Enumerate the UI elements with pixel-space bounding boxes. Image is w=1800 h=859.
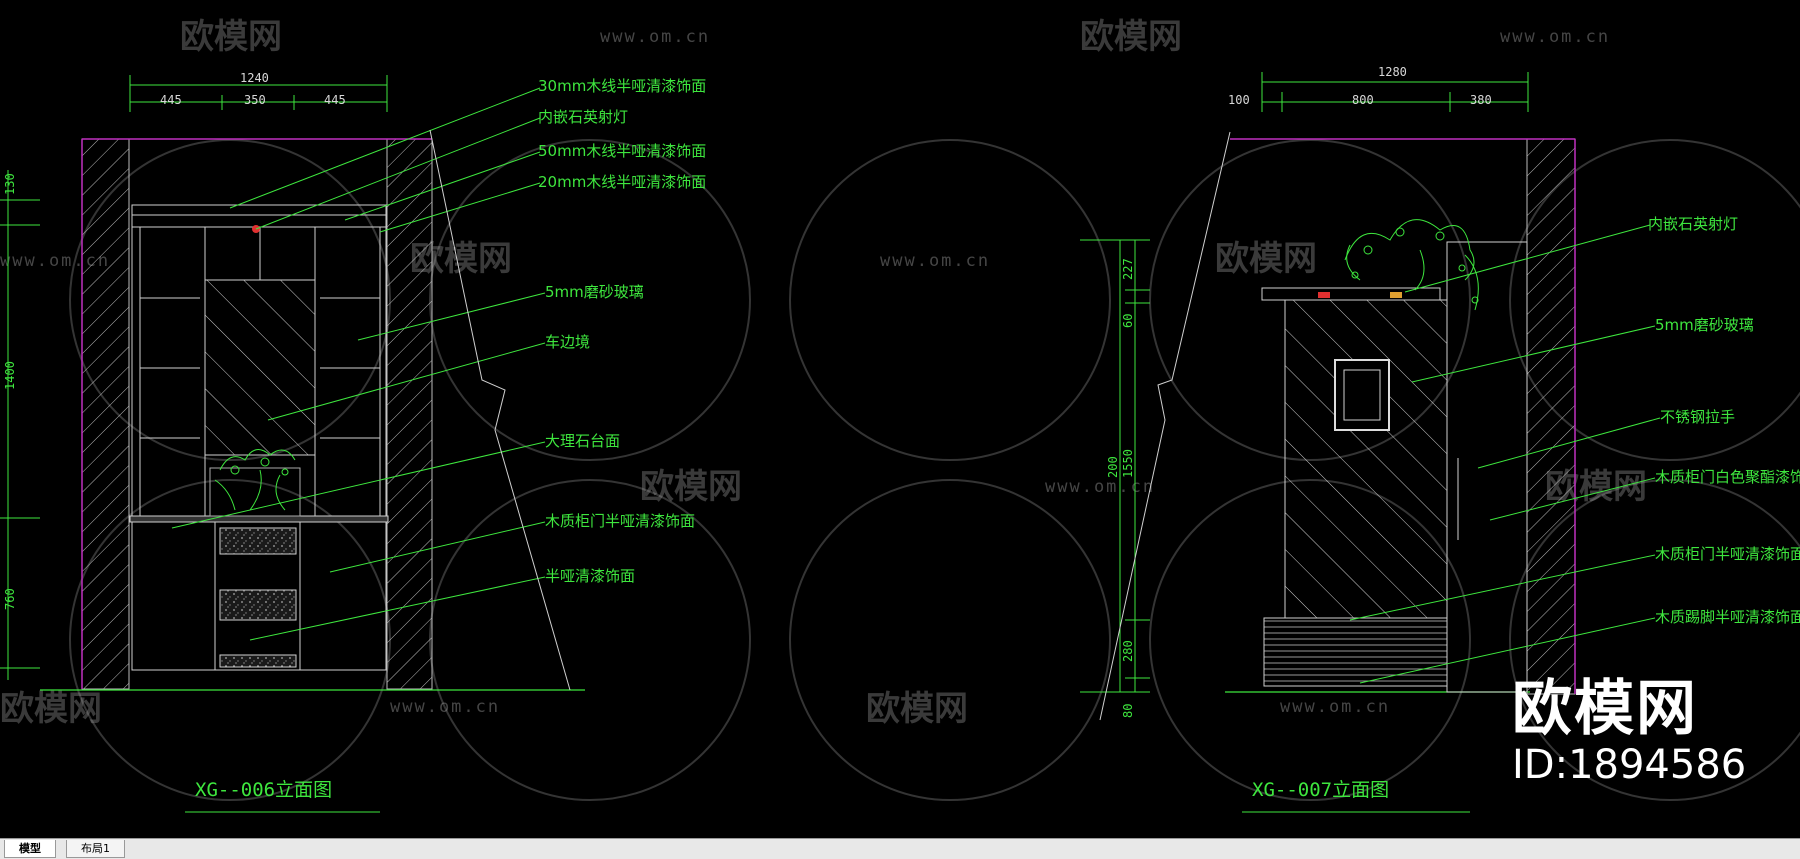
drawing-title: XG--006立面图 [195, 779, 332, 801]
drawing-title: XG--007立面图 [1252, 779, 1389, 801]
dim-side: 80 [1121, 704, 1135, 718]
cabinet-xg006 [129, 204, 389, 671]
watermark-url: www.om.cn [1045, 477, 1155, 497]
dim-side: 60 [1121, 314, 1135, 328]
label: 木质柜门白色聚酯漆饰 [1655, 468, 1800, 486]
label: 大理石台面 [545, 432, 620, 450]
label: 木质柜门半哑清漆饰面 [1655, 545, 1800, 563]
elevation-xg006[interactable]: 1240 445 350 445 130 1400 760 [0, 71, 706, 813]
dim-total: 1240 [240, 71, 269, 85]
label: 30mm木线半哑清漆饰面 [538, 77, 706, 95]
spot-light-icon [1318, 292, 1330, 298]
wall-right [386, 138, 433, 690]
watermark-url: www.om.cn [880, 251, 990, 271]
leader-lines [171, 87, 546, 641]
brand-name: 欧模网 [1512, 674, 1698, 744]
label: 半哑清漆饰面 [545, 567, 635, 585]
dim-left: 100 [1228, 93, 1250, 107]
dim-side-mid: 1400 [3, 361, 17, 390]
side-dimensions [1080, 239, 1150, 693]
dim-right: 445 [324, 93, 346, 107]
spot-light-icon [1390, 292, 1402, 298]
cad-drawing-canvas[interactable]: 欧模网 欧模网 欧模网 欧模网 欧模网 欧模网 欧模网 欧模网 www.om.c… [0, 0, 1800, 838]
dim-side-overall: 200 [1106, 456, 1120, 478]
watermark-url: www.om.cn [1500, 27, 1610, 47]
watermark-brand: 欧模网 [1215, 239, 1317, 279]
label: 50mm木线半哑清漆饰面 [538, 142, 706, 160]
label: 车边境 [545, 333, 590, 351]
break-line [1099, 131, 1231, 721]
tab-label: 布局1 [81, 842, 110, 855]
leader-lines [1349, 224, 1661, 684]
watermark-url: www.om.cn [0, 251, 110, 271]
label: 5mm磨砂玻璃 [545, 283, 644, 301]
dim-side: 1550 [1121, 449, 1135, 478]
top-dimensions [129, 75, 388, 112]
layout-tab-bar: 模型 布局1 [0, 838, 1800, 859]
dim-side-bottom: 760 [3, 588, 17, 610]
dim-mid: 350 [244, 93, 266, 107]
watermark-brand: 欧模网 [0, 689, 102, 729]
dim-side-top: 130 [3, 173, 17, 195]
dim-right: 380 [1470, 93, 1492, 107]
tab-label: 模型 [19, 842, 41, 855]
break-line [429, 129, 571, 691]
dim-left: 445 [160, 93, 182, 107]
plant-decoration [1344, 219, 1479, 311]
wall-right [1526, 138, 1576, 695]
watermark-brand: 欧模网 [640, 467, 742, 507]
dim-side: 280 [1121, 640, 1135, 662]
brand-overlay: 欧模网 ID:1894586 [1512, 676, 1746, 788]
side-dimensions [0, 170, 40, 680]
watermark-url: www.om.cn [600, 27, 710, 47]
plant-decoration [209, 449, 301, 517]
label: 5mm磨砂玻璃 [1655, 316, 1754, 334]
top-dimensions [1261, 72, 1529, 112]
watermark-url: www.om.cn [1280, 697, 1390, 717]
watermark-url: www.om.cn [390, 697, 500, 717]
dim-total: 1280 [1378, 65, 1407, 79]
dim-mid: 800 [1352, 93, 1374, 107]
label: 内嵌石英射灯 [538, 108, 628, 126]
tab-model[interactable]: 模型 [4, 840, 56, 858]
watermark-brand: 欧模网 [866, 689, 968, 729]
watermark-url-texts: www.om.cn www.om.cn www.om.cn www.om.cn … [0, 27, 1610, 717]
label: 木质柜门半哑清漆饰面 [545, 512, 695, 530]
tab-layout1[interactable]: 布局1 [66, 840, 125, 858]
elevation-xg007[interactable]: 1280 100 800 380 200 227 60 1550 280 80 [1080, 65, 1800, 813]
label: 不锈钢拉手 [1660, 408, 1735, 426]
label: 20mm木线半哑清漆饰面 [538, 173, 706, 191]
brand-id: ID:1894586 [1512, 742, 1747, 788]
watermark-brand: 欧模网 [1080, 17, 1182, 57]
wall-left [81, 138, 130, 690]
watermark-brand: 欧模网 [180, 17, 282, 57]
cabinet-xg007 [1261, 241, 1528, 693]
label: 木质踢脚半哑清漆饰面 [1655, 608, 1800, 626]
label: 内嵌石英射灯 [1648, 215, 1738, 233]
dim-side: 227 [1121, 258, 1135, 280]
